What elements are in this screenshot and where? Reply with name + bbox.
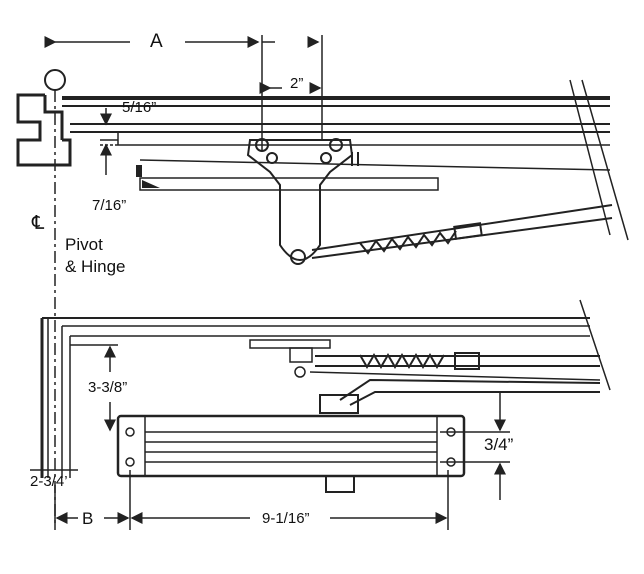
side-view-frame (40, 299, 611, 478)
top-view-frame (16, 79, 629, 241)
bolt-spacing-label: 2” (290, 75, 304, 92)
pivot-circle (44, 69, 66, 91)
frame-offset-top-label: 5/16” (122, 99, 157, 116)
drop-label: 3-3/8” (88, 379, 128, 396)
hinge-centerline (44, 69, 66, 525)
closer-body (116, 414, 466, 493)
side-view-arm (249, 339, 601, 414)
top-view-arm (311, 204, 613, 259)
dimension-b (54, 485, 130, 530)
hinge-label: & Hinge (65, 257, 126, 276)
dimension-b-label: B (82, 509, 94, 528)
body-height-label: 3/4” (484, 435, 514, 454)
centerline-symbol: ℄ (32, 213, 45, 234)
top-view-mounting-plate (246, 138, 359, 265)
dimension-drop (70, 344, 118, 432)
dimension-body-height (440, 392, 510, 500)
dimension-a-label: A (150, 31, 163, 52)
dimension-frame-offsets (100, 108, 118, 175)
frame-offset-bottom-label: 7/16” (92, 197, 127, 214)
dimension-body-length (129, 470, 449, 530)
dimension-bolt-spacing (259, 35, 323, 140)
edge-offset-label: 2-3/4’ (30, 473, 68, 490)
body-length-label: 9-1/16” (262, 510, 310, 527)
pivot-label: Pivot (65, 235, 103, 254)
